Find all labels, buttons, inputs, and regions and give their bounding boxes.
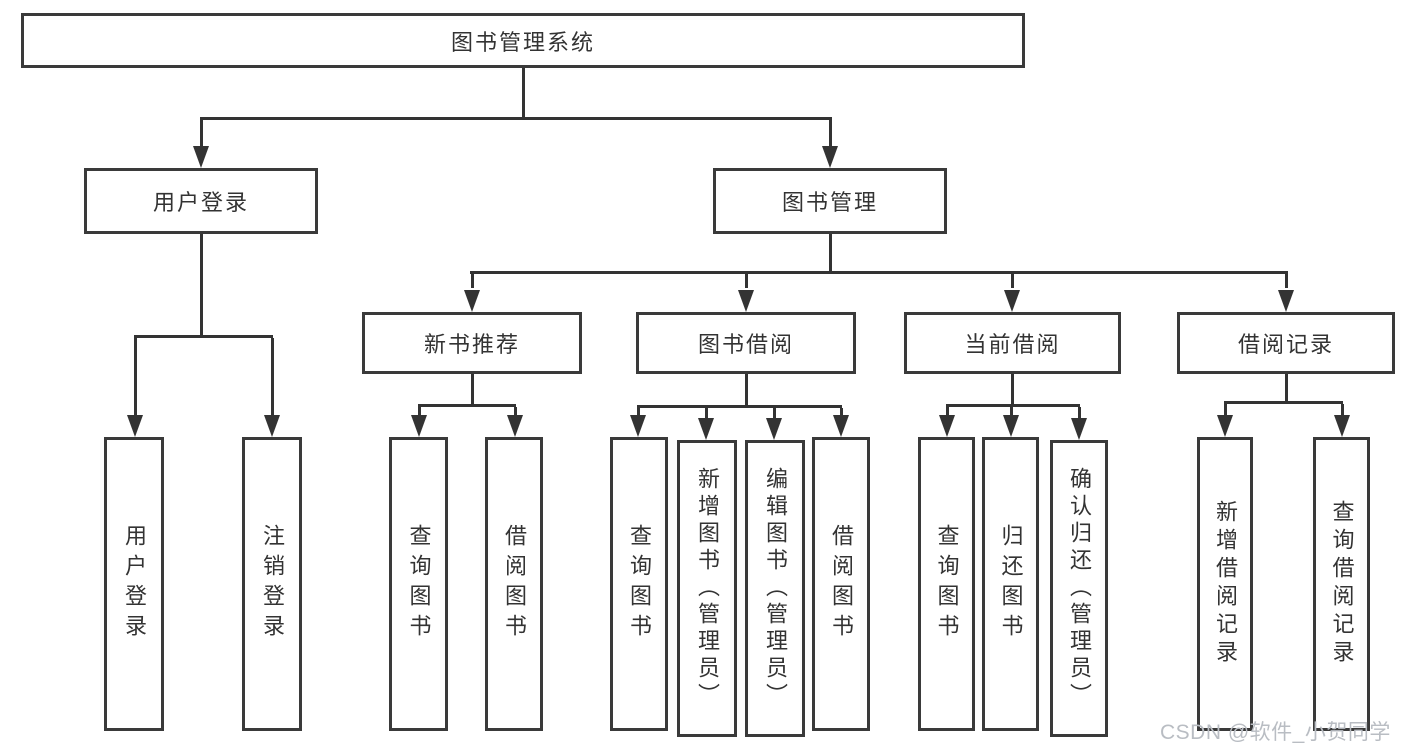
connector-line — [271, 338, 274, 417]
connector-line — [1224, 401, 1343, 404]
node-leaf-rec-query-books: 查询图书 — [389, 437, 448, 731]
arrowhead — [833, 415, 849, 437]
connector-line — [745, 274, 748, 288]
connector-line — [1078, 407, 1081, 420]
node-label: 用户登录 — [152, 190, 249, 215]
node-label: 归还图书 — [998, 524, 1024, 644]
arrowhead — [507, 415, 523, 437]
node-leaf-cb-query-books: 查询图书 — [918, 437, 975, 731]
connector-line — [773, 408, 776, 420]
node-leaf-bb-query-books: 查询图书 — [610, 437, 668, 731]
node-label: 查询图书 — [406, 524, 432, 644]
connector-line — [745, 374, 748, 408]
node-label: 查询图书 — [934, 524, 960, 644]
connector-line — [637, 405, 842, 408]
arrowhead — [127, 415, 143, 437]
connector-line — [200, 120, 203, 147]
connector-line — [946, 407, 949, 417]
arrowhead — [630, 415, 646, 437]
arrowhead — [698, 418, 714, 440]
arrowhead — [1278, 290, 1294, 312]
node-label: 新增图书（管理员） — [695, 467, 720, 710]
connector-line — [1010, 407, 1013, 417]
connector-line — [514, 407, 517, 417]
connector-line — [134, 338, 137, 417]
node-leaf-br-add-record: 新增借阅记录 — [1197, 437, 1253, 731]
node-label: 新增借阅记录 — [1213, 500, 1238, 668]
csdn-watermark: CSDN @软件_小贺同学 — [1160, 721, 1391, 744]
connector-line — [200, 117, 832, 120]
arrowhead — [1334, 415, 1350, 437]
connector-line — [522, 68, 525, 118]
arrowhead — [738, 290, 754, 312]
connector-line — [637, 408, 640, 417]
connector-line — [829, 120, 832, 147]
arrowhead — [822, 146, 838, 168]
node-leaf-bb-edit-books-admin: 编辑图书（管理员） — [745, 440, 805, 737]
connector-line — [1285, 274, 1288, 288]
connector-line — [946, 404, 1080, 407]
node-leaf-bb-add-books-admin: 新增图书（管理员） — [677, 440, 737, 737]
node-label: 图书管理 — [781, 190, 878, 215]
node-new-book-rec: 新书推荐 — [362, 312, 582, 374]
arrowhead — [1004, 290, 1020, 312]
connector-line — [1011, 374, 1014, 407]
node-label: 新书推荐 — [423, 332, 520, 357]
node-label: 借阅记录 — [1237, 332, 1334, 357]
arrowhead — [939, 415, 955, 437]
node-leaf-rec-borrow-books: 借阅图书 — [485, 437, 543, 731]
arrowhead — [1003, 415, 1019, 437]
node-leaf-cb-return-books: 归还图书 — [982, 437, 1039, 731]
arrowhead — [411, 415, 427, 437]
arrowhead — [264, 415, 280, 437]
connector-line — [418, 404, 516, 407]
connector-line — [1341, 404, 1344, 417]
arrowhead — [766, 418, 782, 440]
node-root: 图书管理系统 — [21, 13, 1025, 68]
node-label: 编辑图书（管理员） — [763, 467, 788, 710]
node-label: 当前借阅 — [964, 332, 1061, 357]
connector-line — [705, 408, 708, 420]
connector-line — [840, 408, 843, 417]
connector-line — [200, 234, 203, 337]
node-book-mgmt: 图书管理 — [713, 168, 947, 234]
connector-line — [134, 335, 273, 338]
node-label: 图书管理系统 — [450, 29, 595, 55]
connector-line — [829, 234, 832, 273]
connector-line — [418, 407, 421, 417]
node-label: 查询借阅记录 — [1329, 500, 1355, 668]
node-current-borrow: 当前借阅 — [904, 312, 1121, 374]
node-label: 确认归还（管理员） — [1067, 467, 1092, 710]
node-borrow-records: 借阅记录 — [1177, 312, 1395, 374]
arrowhead — [1217, 415, 1233, 437]
node-label: 用户登录 — [122, 524, 147, 644]
node-leaf-br-query-record: 查询借阅记录 — [1313, 437, 1370, 731]
node-book-borrow: 图书借阅 — [636, 312, 856, 374]
node-leaf-user-login: 用户登录 — [104, 437, 164, 731]
arrowhead — [193, 146, 209, 168]
connector-line — [471, 274, 474, 288]
node-label: 查询图书 — [627, 524, 652, 644]
node-label: 注销登录 — [260, 524, 285, 644]
arrowhead — [1071, 418, 1087, 440]
node-user-login: 用户登录 — [84, 168, 318, 234]
connector-line — [1011, 274, 1014, 288]
node-leaf-bb-borrow-books: 借阅图书 — [812, 437, 870, 731]
node-leaf-cb-confirm-return-admin: 确认归还（管理员） — [1050, 440, 1108, 737]
node-label: 图书借阅 — [697, 332, 794, 357]
connector-line — [470, 271, 1288, 274]
node-label: 借阅图书 — [829, 524, 854, 644]
node-label: 借阅图书 — [502, 524, 527, 644]
arrowhead — [464, 290, 480, 312]
connector-line — [1285, 374, 1288, 404]
connector-line — [471, 374, 474, 407]
node-leaf-logout: 注销登录 — [242, 437, 302, 731]
connector-line — [1224, 404, 1227, 417]
